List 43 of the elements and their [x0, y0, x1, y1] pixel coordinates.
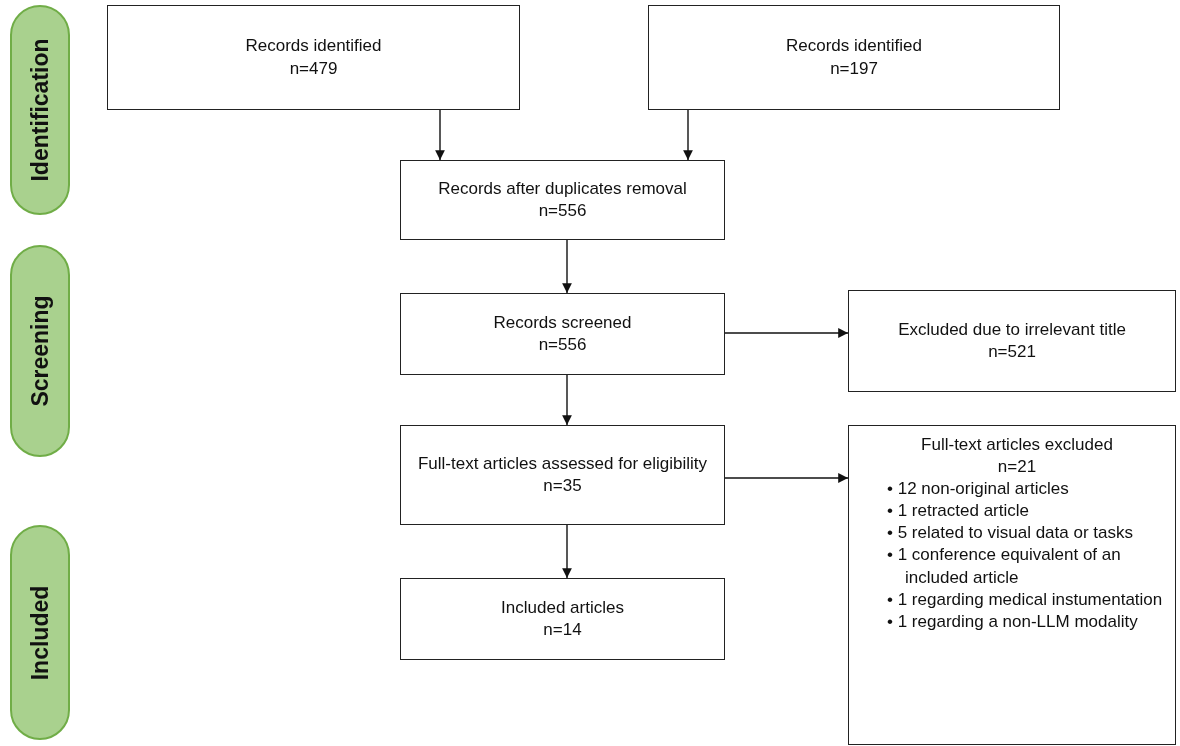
count-label: n=35: [542, 475, 583, 497]
process-box: [400, 425, 725, 525]
count-label: n=479: [288, 57, 339, 80]
box-title: Records after duplicates removal: [437, 177, 688, 200]
bullet-item: • 12 non-original articles: [886, 478, 1070, 501]
count-label: n=14: [542, 619, 583, 641]
count-label: n=21: [996, 456, 1038, 479]
arrow: [724, 328, 849, 338]
bullet-item: • 1 regarding medical instumentation: [886, 588, 1164, 611]
box-title: Excluded due to irrelevant title: [897, 318, 1127, 341]
box-title: Included articles: [500, 596, 625, 619]
process-box: [400, 293, 725, 375]
phase-label-band: [10, 245, 70, 457]
phase-label: Identification: [26, 38, 54, 182]
process-box: [107, 5, 520, 110]
process-box: [848, 290, 1176, 392]
bullet-item: • 5 related to visual data or tasks: [886, 522, 1134, 545]
count-label: n=556: [537, 200, 588, 222]
phase-label-band: [10, 5, 70, 215]
box-title: Records screened: [492, 311, 633, 334]
bullet-item: • 1 retracted article: [886, 500, 1030, 523]
count-label: n=521: [987, 341, 1037, 363]
box-title: Full-text articles excluded: [920, 434, 1114, 456]
arrow: [683, 109, 693, 161]
arrow: [562, 524, 572, 579]
phase-label-band: [10, 525, 70, 740]
box-title: Records identified: [244, 35, 383, 58]
process-box: [400, 578, 725, 660]
arrow: [562, 239, 572, 294]
bullet-item: • 1 regarding a non-LLM modality: [886, 610, 1139, 633]
count-label: n=556: [537, 334, 588, 356]
process-box: [648, 5, 1060, 110]
box-title: Full-text articles assessed for eligibility: [416, 452, 709, 475]
process-box: [400, 160, 725, 240]
arrow: [435, 109, 445, 161]
box-title: Records identified: [784, 35, 924, 58]
phase-label: Screening: [26, 295, 54, 407]
count-label: n=197: [829, 57, 879, 80]
arrow: [562, 374, 572, 426]
arrow: [724, 473, 849, 483]
exclusion-box: [848, 425, 1176, 745]
phase-label: Included: [26, 585, 54, 680]
bullet-item: • 1 conference equivalent of an included article: [886, 544, 1122, 589]
